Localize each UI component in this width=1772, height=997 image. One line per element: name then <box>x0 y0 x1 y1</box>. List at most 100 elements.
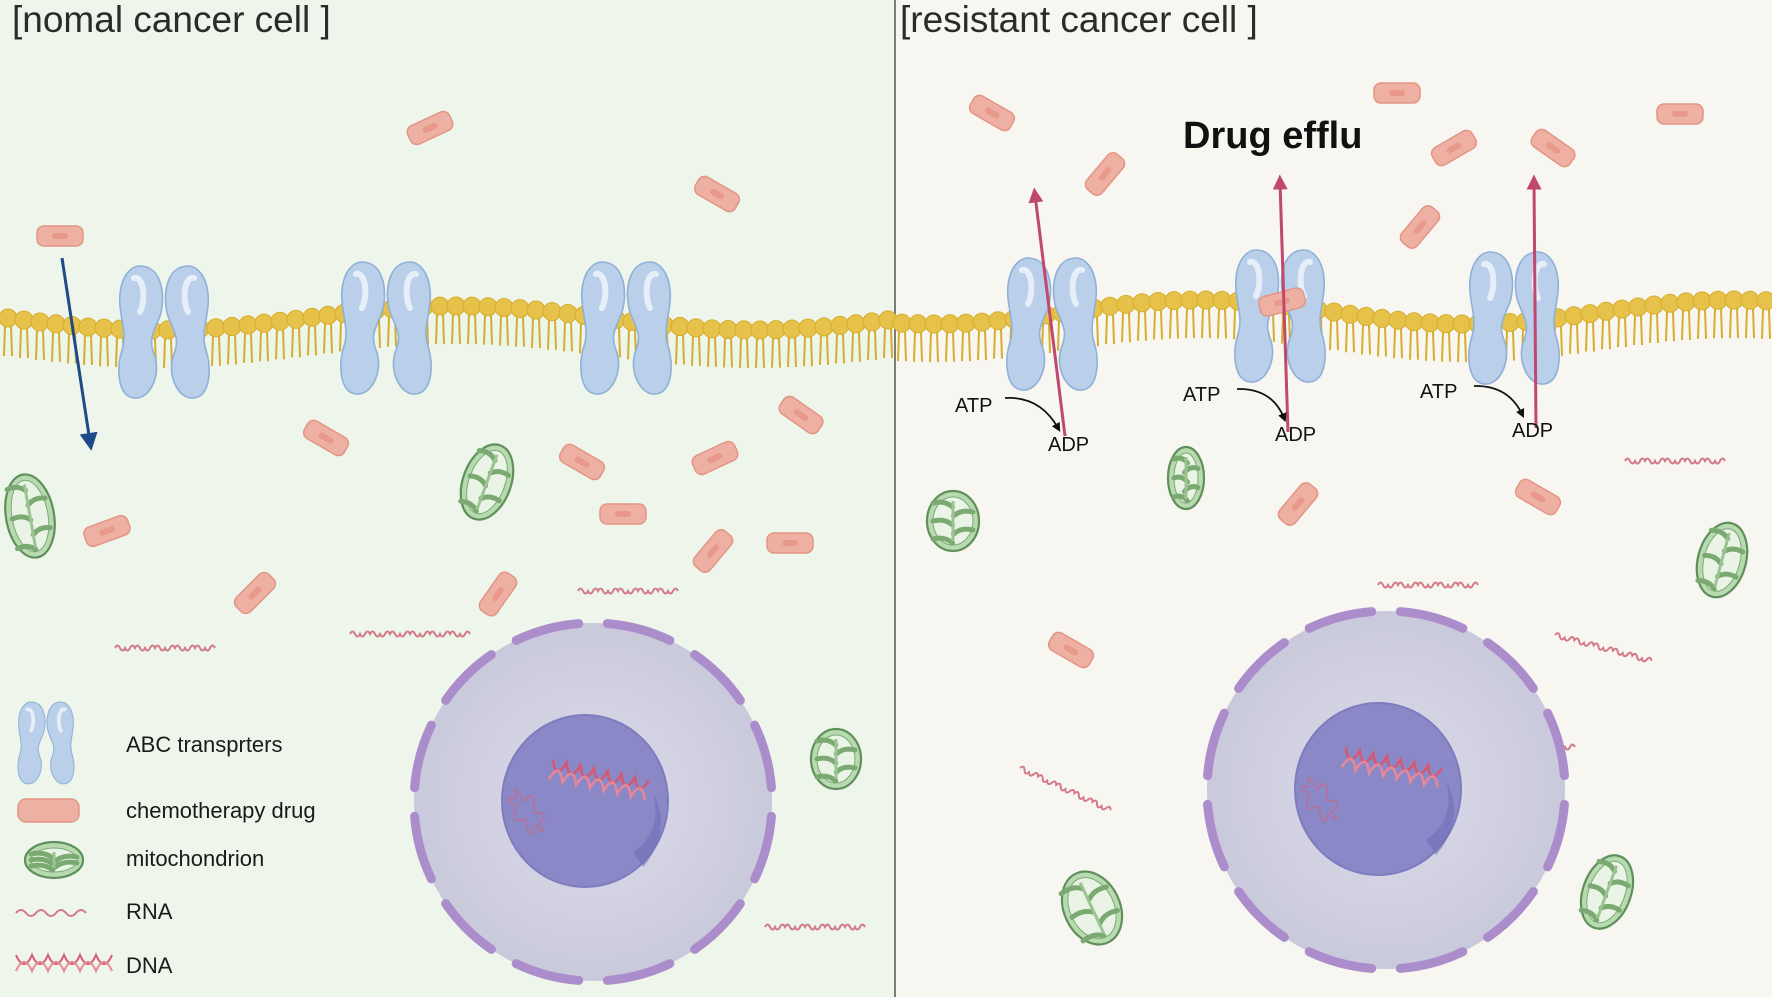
chemotherapy-drug <box>233 571 277 615</box>
adp-label: ADP <box>1512 420 1553 442</box>
mitochondrion <box>925 489 981 553</box>
chromatin <box>507 789 546 835</box>
dna-helix <box>1340 746 1443 789</box>
drug-influx-arrow <box>60 257 98 451</box>
chemotherapy-drug <box>778 395 824 435</box>
chemotherapy-drug <box>1084 152 1126 196</box>
nuclear-envelope-segment <box>410 811 436 884</box>
nuclear-envelope-segment <box>690 650 745 705</box>
atp-label: ATP <box>955 395 992 417</box>
nuclear-envelope-segment <box>1543 799 1569 872</box>
rna-strand <box>764 923 866 931</box>
nucleus <box>1203 607 1569 973</box>
rna-strand <box>577 587 679 595</box>
mitochondrion <box>1166 445 1206 511</box>
chemotherapy-drug <box>1047 631 1095 669</box>
dna-helix <box>547 758 650 801</box>
normal-panel-title: [nomal cancer cell ] <box>12 0 331 40</box>
resistant-panel-title: [resistant cancer cell ] <box>900 0 1258 40</box>
chemotherapy-drug <box>1656 103 1704 125</box>
drug-efflux-arrow <box>1272 174 1290 433</box>
dna-icon <box>15 952 113 974</box>
nuclear-envelope-segment <box>1395 607 1468 633</box>
rna-strand <box>349 630 471 638</box>
chemotherapy-drug <box>1530 128 1576 168</box>
nuclear-envelope-segment <box>1304 607 1377 633</box>
drug-efflux-heading: Drug efflu <box>1183 115 1362 157</box>
atp-hydrolysis-arrow <box>1004 397 1061 432</box>
drug-efflux-arrow <box>1526 174 1542 429</box>
nuclear-envelope-segment <box>1395 947 1468 973</box>
legend-label: mitochondrion <box>126 846 264 871</box>
chemotherapy-drug <box>558 443 606 481</box>
mitochondrion <box>4 473 56 559</box>
mitochondrion-icon <box>23 840 85 880</box>
adp-label: ADP <box>1275 424 1316 446</box>
legend-label: RNA <box>126 899 173 924</box>
chemotherapy-drug <box>1373 82 1421 104</box>
abc-transporter <box>118 265 210 399</box>
legend-label: DNA <box>126 953 173 978</box>
chemotherapy-drug <box>692 529 734 573</box>
chemotherapy-drug <box>1399 205 1441 249</box>
nucleus <box>410 619 776 985</box>
chemotherapy-drug <box>36 225 84 247</box>
chemotherapy-drug <box>1277 482 1319 526</box>
atp-label: ATP <box>1420 381 1457 403</box>
chemotherapy-drug <box>478 571 518 617</box>
nuclear-envelope-segment <box>1234 887 1289 942</box>
legend-label: ABC transprters <box>126 732 283 757</box>
rna-strand <box>1377 581 1479 589</box>
chemotherapy-drug <box>302 419 350 457</box>
rna-strand <box>1019 765 1112 811</box>
chemotherapy-drug <box>691 440 739 476</box>
nuclear-envelope-segment <box>1483 887 1538 942</box>
atp-hydrolysis-arrow <box>1473 385 1525 419</box>
mitochondrion <box>458 443 515 521</box>
nuclear-envelope-segment <box>441 899 496 954</box>
abc-transporter <box>1468 251 1560 385</box>
nuclear-envelope-segment <box>511 619 584 645</box>
nucleolus <box>1294 702 1462 876</box>
rna-icon <box>15 909 87 917</box>
abc-transporter-icon <box>17 701 75 785</box>
mitochondrion <box>1578 854 1635 930</box>
legend: ABC transprters chemotherapy drug mitoch… <box>15 701 316 978</box>
chemotherapy-drug <box>693 175 741 213</box>
chemotherapy-drug <box>406 110 454 146</box>
nuclear-envelope-segment <box>690 899 745 954</box>
chemotherapy-drug <box>968 94 1016 132</box>
abc-transporter <box>580 261 672 395</box>
nuclear-envelope-segment <box>1203 708 1229 781</box>
nucleolus <box>501 714 669 888</box>
chemotherapy-drug <box>1258 287 1306 317</box>
nuclear-envelope-segment <box>1203 799 1229 872</box>
rna-strand <box>1554 632 1653 663</box>
nuclear-envelope-segment <box>602 959 675 985</box>
nuclear-envelope-segment <box>410 720 436 793</box>
chemotherapy-drug <box>766 532 814 554</box>
mitochondrion <box>1058 870 1124 946</box>
nuclear-envelope-segment <box>1483 638 1538 693</box>
legend-label: chemotherapy drug <box>126 798 316 823</box>
nuclear-envelope-segment <box>441 650 496 705</box>
chemotherapy-drug-icon <box>17 798 80 823</box>
nuclear-envelope-segment <box>602 619 675 645</box>
chromatin <box>1300 777 1339 823</box>
mitochondrion <box>1695 521 1749 599</box>
chemotherapy-drug <box>599 503 647 525</box>
chemotherapy-drug <box>1514 478 1562 516</box>
chemotherapy-drug <box>1430 129 1478 167</box>
abc-transporter <box>1234 249 1326 383</box>
rna-strand <box>1624 457 1726 465</box>
nuclear-envelope-segment <box>750 720 776 793</box>
nuclear-envelope-segment <box>1543 708 1569 781</box>
nuclear-envelope-segment <box>511 959 584 985</box>
mitochondrion <box>809 727 863 791</box>
nuclear-envelope-segment <box>750 811 776 884</box>
drug-efflux-arrow <box>1028 187 1067 437</box>
chemotherapy-drug <box>83 514 131 548</box>
abc-transporter <box>1006 257 1098 391</box>
nuclear-envelope-segment <box>1304 947 1377 973</box>
